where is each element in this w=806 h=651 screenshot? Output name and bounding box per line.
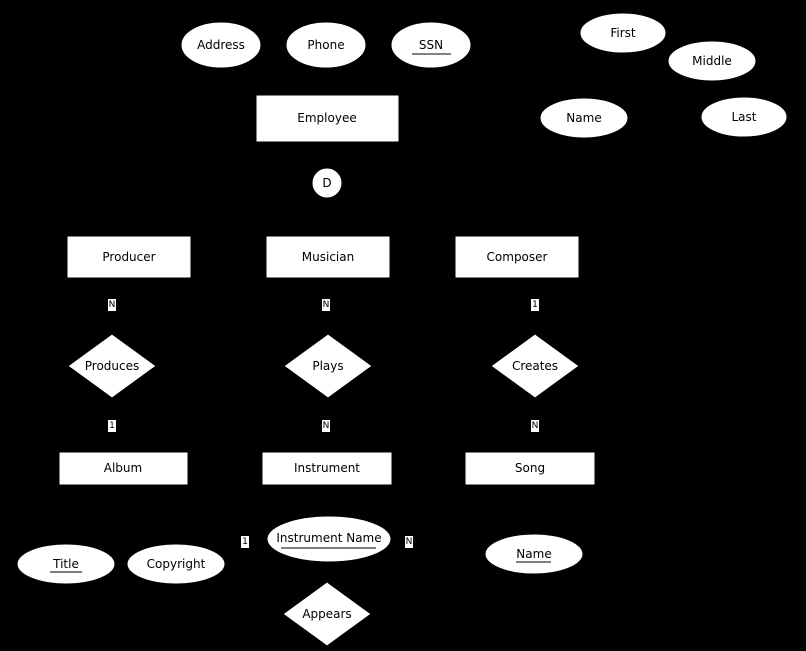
- cardinality-creates-song: N: [531, 420, 539, 432]
- entity-musician-label: Musician: [302, 250, 354, 264]
- attribute-ssn-label: SSN: [419, 38, 443, 52]
- attribute-first-label: First: [610, 26, 636, 40]
- attribute-title-label: Title: [52, 557, 79, 571]
- cardinality-plays-instrument: N: [322, 420, 330, 432]
- attribute-ssn: SSN: [390, 21, 472, 69]
- attribute-song-name: Name: [484, 533, 584, 575]
- cardinality-musician-plays: N: [322, 299, 330, 311]
- entity-song: Song: [464, 451, 596, 486]
- entity-employee-label: Employee: [297, 111, 356, 125]
- relationship-creates-label: Creates: [512, 359, 558, 373]
- attribute-instrument-name: Instrument Name: [266, 515, 392, 563]
- attribute-last: Last: [700, 96, 788, 138]
- cardinality-appears-left: 1: [241, 536, 249, 548]
- attribute-copyright-label: Copyright: [147, 557, 206, 571]
- attribute-instrument-name-label: Instrument Name: [276, 531, 381, 545]
- attribute-middle: Middle: [667, 40, 757, 82]
- attribute-address: Address: [180, 21, 262, 69]
- attribute-address-label: Address: [197, 38, 245, 52]
- entity-employee: Employee: [255, 94, 400, 143]
- cardinality-produces-album: 1: [108, 420, 116, 432]
- specialization-disjoint: D: [311, 167, 343, 199]
- cardinality-label: N: [532, 421, 539, 431]
- relationship-produces: Produces: [67, 333, 157, 399]
- relationship-plays-label: Plays: [312, 359, 343, 373]
- attribute-middle-label: Middle: [692, 54, 732, 68]
- cardinality-label: N: [323, 300, 330, 310]
- entity-album: Album: [58, 451, 189, 486]
- relationship-creates: Creates: [490, 333, 580, 399]
- entity-composer-label: Composer: [487, 250, 548, 264]
- cardinality-producer-produces: N: [108, 299, 116, 311]
- entity-instrument: Instrument: [261, 451, 393, 486]
- relationship-plays: Plays: [283, 333, 373, 399]
- attribute-song-name-label: Name: [516, 547, 551, 561]
- cardinality-composer-creates: 1: [531, 299, 539, 311]
- attribute-last-label: Last: [732, 110, 757, 124]
- cardinality-label: N: [323, 421, 330, 431]
- relationship-produces-label: Produces: [85, 359, 140, 373]
- entity-musician: Musician: [265, 235, 391, 279]
- entity-producer-label: Producer: [102, 250, 155, 264]
- attribute-title: Title: [16, 543, 116, 585]
- attribute-name-composite: Name: [539, 97, 629, 139]
- cardinality-appears-right: N: [405, 536, 413, 548]
- specialization-disjoint-label: D: [322, 176, 331, 190]
- cardinality-label: N: [406, 537, 413, 547]
- relationship-appears-label: Appears: [302, 607, 351, 621]
- cardinality-label: 1: [109, 421, 115, 431]
- entity-song-label: Song: [515, 461, 545, 475]
- relationship-appears: Appears: [282, 581, 372, 647]
- attribute-name-composite-label: Name: [566, 111, 601, 125]
- attribute-first: First: [579, 12, 667, 54]
- entity-composer: Composer: [454, 235, 580, 279]
- attribute-phone-label: Phone: [307, 38, 344, 52]
- cardinality-label: 1: [242, 537, 248, 547]
- entity-producer: Producer: [66, 235, 192, 279]
- attribute-copyright: Copyright: [126, 543, 226, 585]
- attribute-phone: Phone: [285, 21, 367, 69]
- cardinality-label: N: [109, 300, 116, 310]
- cardinality-label: 1: [532, 300, 538, 310]
- entity-album-label: Album: [104, 461, 142, 475]
- entity-instrument-label: Instrument: [294, 461, 360, 475]
